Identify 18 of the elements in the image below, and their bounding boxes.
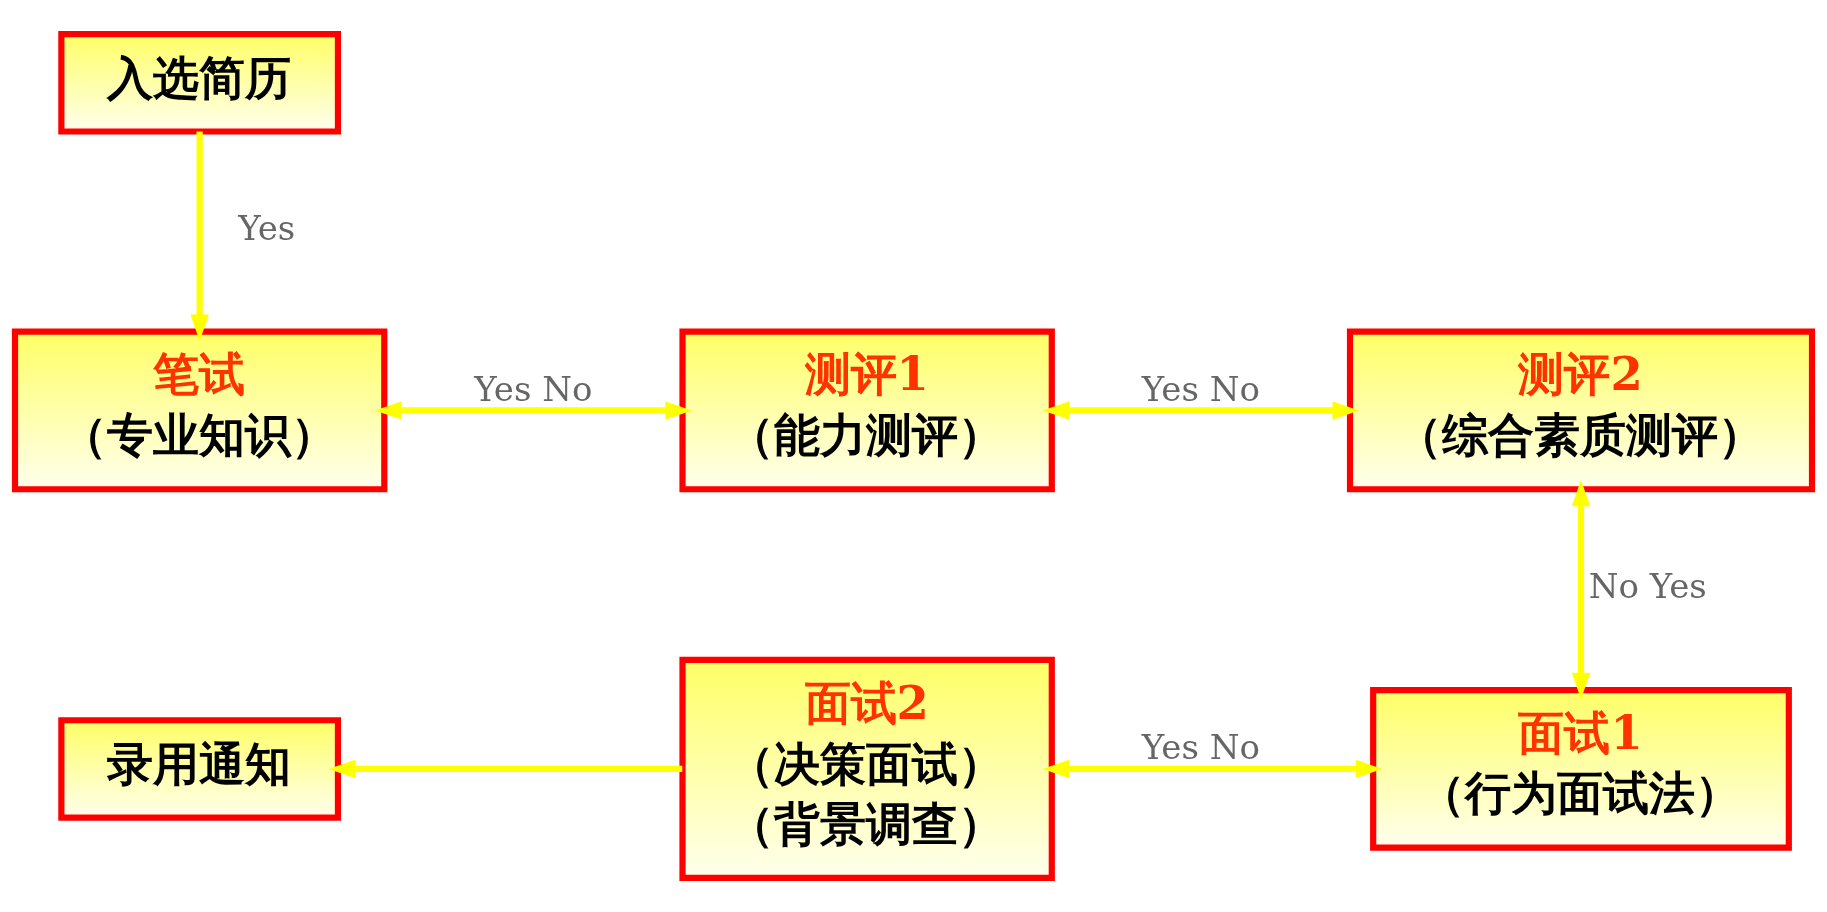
node-box: 笔试 （专业知识） xyxy=(11,328,388,493)
node-box: 测评1 （能力测评） xyxy=(679,328,1055,493)
arrow xyxy=(375,401,692,420)
edge-label: Yes xyxy=(238,208,296,249)
node-box: 面试1 （行为面试法） xyxy=(1370,687,1792,851)
arrow xyxy=(328,759,683,779)
arrow xyxy=(1042,759,1383,779)
edge-label: No Yes xyxy=(1588,566,1707,607)
node-box: 录用通知 xyxy=(58,717,342,821)
node-box: 入选简历 xyxy=(58,31,342,135)
edge-label: Yes No xyxy=(1141,368,1260,409)
arrow xyxy=(1042,401,1359,420)
node-box: 面试2 （决策面试） （背景调查） xyxy=(679,656,1055,881)
arrow xyxy=(1571,479,1591,700)
node-box: 测评2 （综合素质测评） xyxy=(1346,328,1816,493)
arrow xyxy=(190,131,209,341)
edge-label: Yes No xyxy=(474,368,593,409)
edge-label: Yes No xyxy=(1141,727,1260,767)
